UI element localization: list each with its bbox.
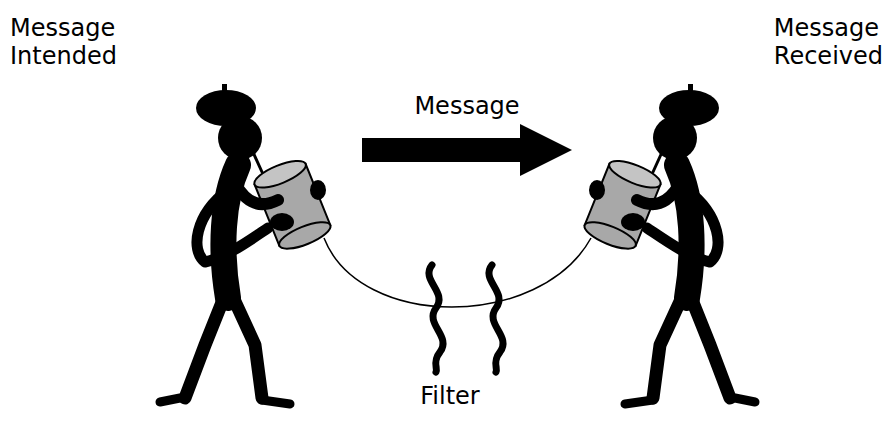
arrow-label: Message [414,92,519,120]
message-arrow [362,124,572,176]
sender-caption: Message Intended [10,14,117,70]
filter-symbol [429,265,443,372]
string [324,238,591,307]
filter-symbol [489,265,503,372]
filter-label: Filter [420,382,479,410]
right-figure [581,84,755,404]
left-figure [160,84,334,404]
receiver-caption: Message Received [774,14,883,70]
